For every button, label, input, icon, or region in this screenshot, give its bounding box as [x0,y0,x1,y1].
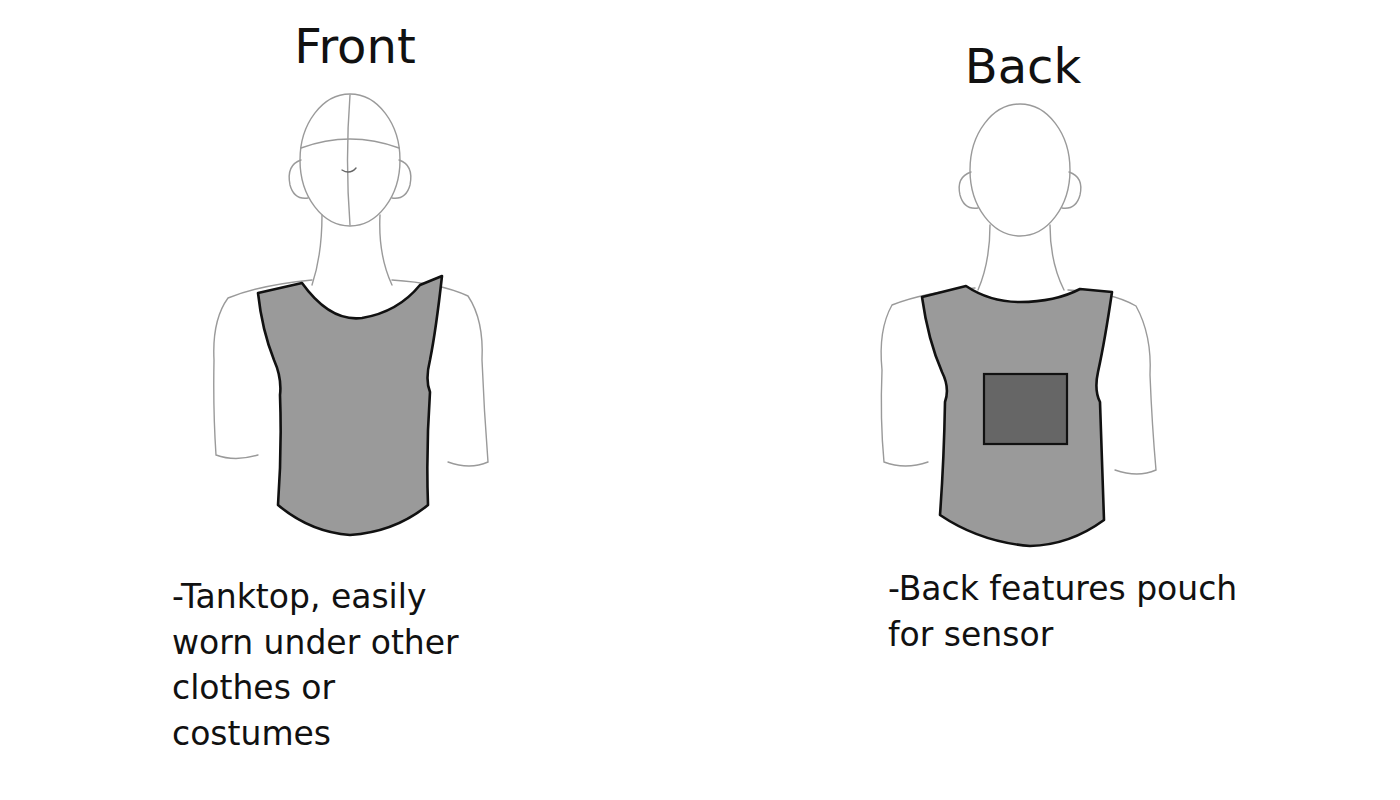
view-heading: Front [250,18,460,76]
neck-line [1050,225,1064,290]
head-guide [348,95,351,225]
design-note: -Back features pouch for sensor [888,566,1238,657]
ear [1062,172,1081,208]
back-figure [881,104,1156,474]
head-outline [970,104,1070,236]
note-text: -Back features pouch for sensor [888,566,1238,657]
heading-text: Front [250,18,460,76]
neck-line [380,215,392,285]
ear [392,160,411,198]
design-note: -Tanktop, easily worn under other clothe… [172,574,472,756]
heading-text: Back [918,38,1128,96]
sensor-pouch [984,374,1067,444]
view-heading: Back [918,38,1128,96]
head-guide [301,139,399,148]
tank-top-front [258,276,442,535]
mouth-mark [342,168,356,172]
ear [959,172,978,208]
neck-line [312,215,322,285]
neck-line [978,225,990,290]
ear [289,160,308,198]
tank-top-back [922,286,1112,546]
head-outline [300,94,400,226]
note-text: -Tanktop, easily worn under other clothe… [172,574,472,756]
